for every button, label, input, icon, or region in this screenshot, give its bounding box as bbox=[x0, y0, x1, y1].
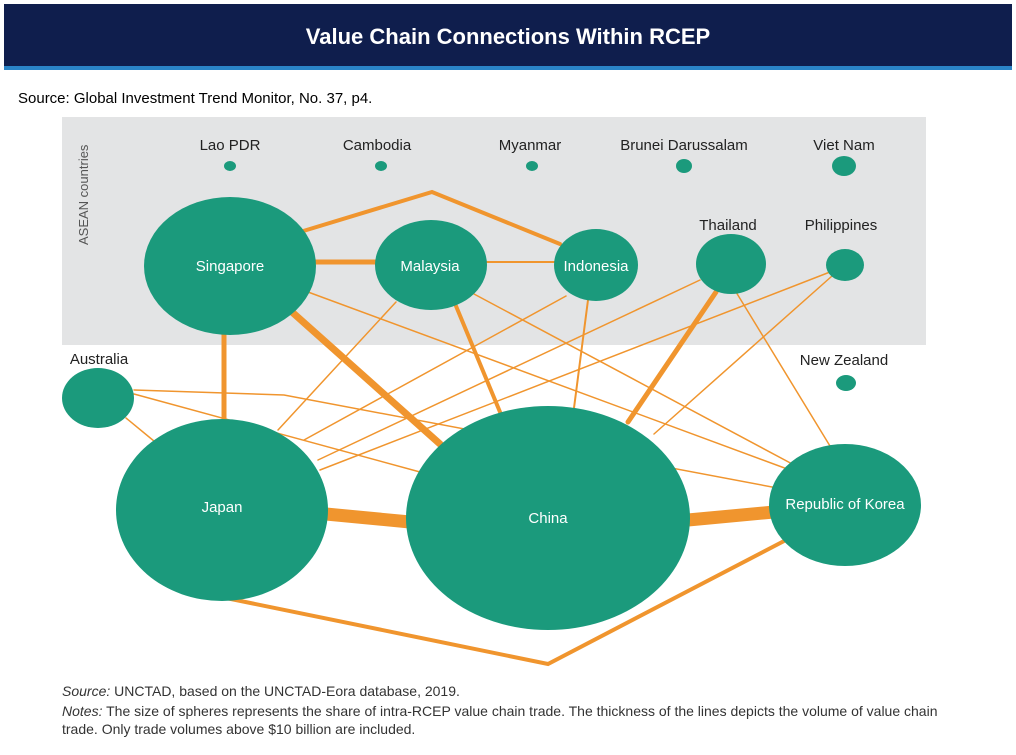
label-cambodia: Cambodia bbox=[343, 137, 412, 154]
label-japan: Japan bbox=[202, 499, 243, 516]
link-japan-china bbox=[319, 507, 417, 529]
label-indonesia: Indonesia bbox=[563, 258, 629, 275]
link-thailand-china bbox=[625, 289, 719, 425]
label-china: China bbox=[528, 510, 568, 527]
notes-prefix: Notes: bbox=[62, 703, 103, 719]
sphere-cambodia bbox=[375, 161, 387, 171]
notes-text: The size of spheres represents the share… bbox=[62, 703, 938, 737]
sphere-indonesia bbox=[554, 229, 638, 301]
link-philippines-japan bbox=[319, 271, 831, 471]
sphere-australia bbox=[62, 368, 134, 428]
link-thailand-korea bbox=[735, 291, 831, 447]
source-citation: Source: Global Investment Trend Monitor,… bbox=[18, 90, 373, 107]
sphere-japan bbox=[116, 419, 328, 601]
label-new-zealand: New Zealand bbox=[800, 352, 888, 369]
label-brunei: Brunei Darussalam bbox=[620, 137, 748, 154]
link-china-korea bbox=[681, 505, 781, 527]
source-prefix: Source: bbox=[62, 683, 111, 699]
sphere-singapore bbox=[144, 197, 316, 335]
sphere-new-zealand bbox=[836, 375, 856, 391]
link-thailand-japan bbox=[317, 279, 701, 461]
link-philippines-china bbox=[653, 275, 833, 435]
source-text: UNCTAD, based on the UNCTAD-Eora databas… bbox=[114, 683, 460, 699]
sphere-thailand bbox=[696, 234, 766, 294]
sphere-lao bbox=[224, 161, 236, 171]
label-thailand: Thailand bbox=[699, 217, 757, 234]
label-philippines: Philippines bbox=[805, 217, 878, 234]
label-singapore: Singapore bbox=[196, 258, 264, 275]
sphere-brunei bbox=[676, 159, 692, 173]
page-title: Value Chain Connections Within RCEP bbox=[305, 24, 711, 49]
label-lao: Lao PDR bbox=[200, 137, 261, 154]
link-singapore-indonesia bbox=[298, 189, 562, 246]
label-malaysia: Malaysia bbox=[400, 258, 460, 275]
link-indonesia-japan bbox=[303, 295, 567, 441]
country-labels: Lao PDR Cambodia Myanmar Brunei Darussal… bbox=[70, 137, 905, 527]
link-indonesia-china bbox=[573, 299, 589, 409]
figure-notes: Notes: The size of spheres represents th… bbox=[62, 702, 962, 738]
link-malaysia-china bbox=[454, 304, 502, 414]
title-banner: Value Chain Connections Within RCEP bbox=[4, 4, 1012, 70]
label-vietnam: Viet Nam bbox=[813, 137, 874, 154]
label-myanmar: Myanmar bbox=[499, 137, 562, 154]
sphere-china bbox=[406, 406, 690, 630]
sphere-myanmar bbox=[526, 161, 538, 171]
country-spheres bbox=[62, 156, 921, 630]
label-australia: Australia bbox=[70, 351, 129, 368]
sphere-philippines bbox=[826, 249, 864, 281]
link-singapore-china bbox=[288, 308, 444, 448]
asean-group-label: ASEAN countries bbox=[76, 144, 91, 245]
link-malaysia-korea bbox=[473, 293, 797, 467]
link-malaysia-japan bbox=[277, 301, 397, 431]
trade-links bbox=[125, 189, 833, 667]
sphere-malaysia bbox=[375, 220, 487, 310]
label-korea: Republic of Korea bbox=[785, 496, 905, 513]
figure-source-note: Source: UNCTAD, based on the UNCTAD-Eora… bbox=[62, 682, 460, 700]
sphere-vietnam bbox=[832, 156, 856, 176]
sphere-korea bbox=[769, 444, 921, 566]
link-japan-korea bbox=[224, 538, 788, 667]
